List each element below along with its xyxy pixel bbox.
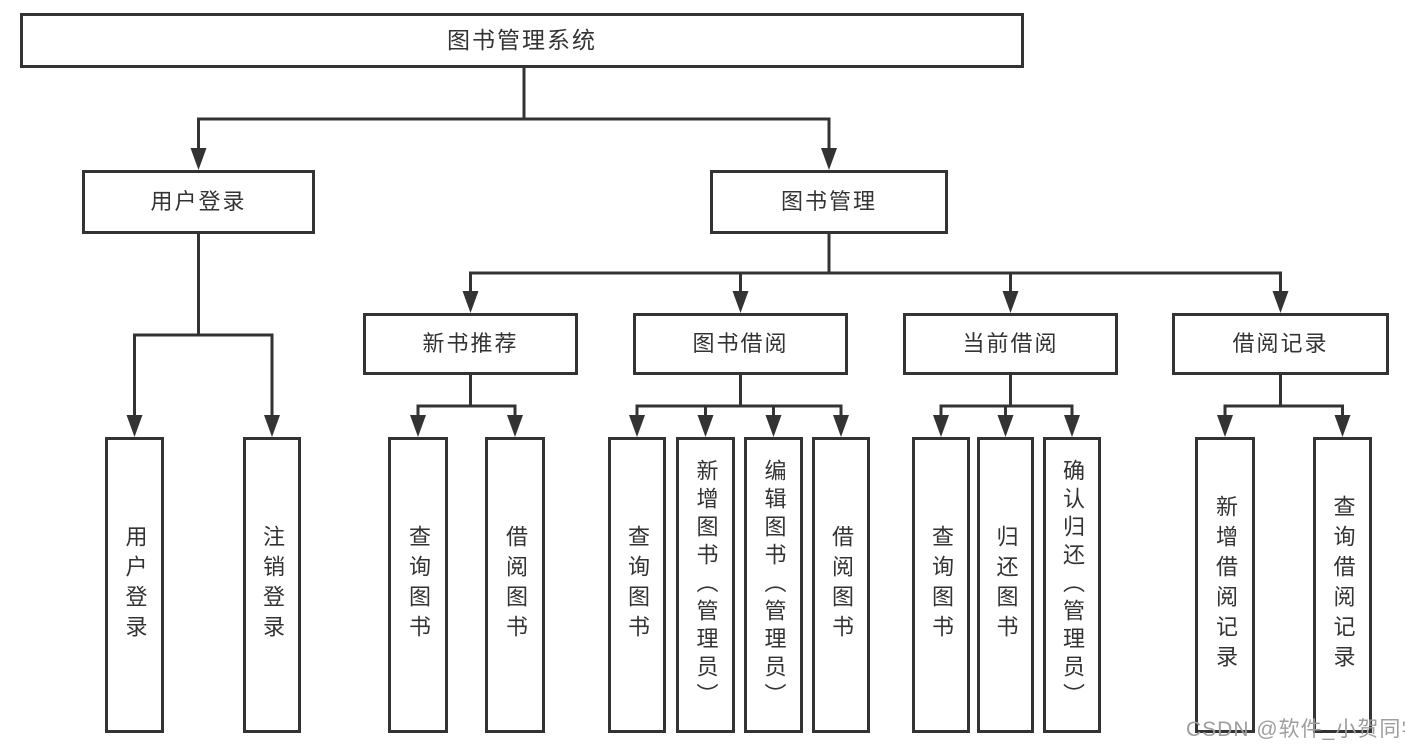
leaf-add-borrow-record: 新增借阅记录 xyxy=(1195,437,1255,733)
leaf-borrow-query-book: 查询图书 xyxy=(608,437,666,733)
arrow-down-icon xyxy=(1064,415,1080,437)
leaf-return-book: 归还图书 xyxy=(977,437,1034,733)
arrow-down-icon xyxy=(629,415,645,437)
node-root-label: 图书管理系统 xyxy=(447,27,597,53)
leaf-query-borrow-record-label: 查询借阅记录 xyxy=(1330,495,1356,675)
leaf-add-book-admin-label: 新增图书（管理员） xyxy=(693,459,719,711)
leaf-logout-label: 注销登录 xyxy=(260,525,285,645)
connector-borrow-to-leaves xyxy=(629,373,849,437)
arrow-down-icon xyxy=(410,415,426,437)
arrow-down-icon xyxy=(697,415,714,437)
arrow-down-icon xyxy=(1272,291,1289,313)
node-book-management-label: 图书管理 xyxy=(780,189,877,214)
connector-root-to-level2 xyxy=(190,66,837,170)
arrow-down-icon xyxy=(264,415,280,437)
connector-management-to-level3 xyxy=(462,232,1289,313)
leaf-add-borrow-record-label: 新增借阅记录 xyxy=(1213,495,1238,675)
arrow-down-icon xyxy=(1217,415,1233,437)
arrow-down-icon xyxy=(765,415,782,437)
node-book-borrow-label: 图书借阅 xyxy=(692,331,789,356)
arrow-down-icon xyxy=(732,291,749,313)
node-current-borrow-label: 当前借阅 xyxy=(962,331,1059,356)
leaf-return-book-label: 归还图书 xyxy=(993,525,1019,645)
leaf-query-borrow-record: 查询借阅记录 xyxy=(1313,437,1372,733)
leaf-confirm-return-admin: 确认归还（管理员） xyxy=(1043,437,1101,733)
connector-records-to-leaves xyxy=(1217,373,1351,437)
arrow-down-icon xyxy=(997,415,1014,437)
connector-userlogin-to-leaves xyxy=(126,232,280,437)
node-book-borrow: 图书借阅 xyxy=(633,313,848,375)
connector-recommend-to-leaves xyxy=(410,373,523,437)
arrow-down-icon xyxy=(1334,415,1351,437)
leaf-recommend-query-book: 查询图书 xyxy=(388,437,448,733)
node-new-book-recommend-label: 新书推荐 xyxy=(422,331,519,356)
leaf-recommend-borrow-book: 借阅图书 xyxy=(485,437,545,733)
node-root: 图书管理系统 xyxy=(20,13,1024,68)
leaf-borrow-borrow-book-label: 借阅图书 xyxy=(829,525,854,645)
arrow-down-icon xyxy=(833,415,849,437)
leaf-recommend-borrow-book-label: 借阅图书 xyxy=(503,525,528,645)
arrow-down-icon xyxy=(1002,291,1019,313)
arrow-down-icon xyxy=(462,291,479,313)
leaf-logout: 注销登录 xyxy=(243,437,301,733)
leaf-current-query-book-label: 查询图书 xyxy=(929,525,954,645)
node-current-borrow: 当前借阅 xyxy=(903,313,1118,375)
leaf-borrow-borrow-book: 借阅图书 xyxy=(812,437,870,733)
leaf-current-query-book: 查询图书 xyxy=(912,437,970,733)
node-borrow-record-label: 借阅记录 xyxy=(1232,331,1329,356)
leaf-user-login-label: 用户登录 xyxy=(122,525,148,645)
arrow-down-icon xyxy=(190,148,207,170)
arrow-down-icon xyxy=(126,415,143,437)
leaf-edit-book-admin-label: 编辑图书（管理员） xyxy=(761,459,787,711)
arrow-down-icon xyxy=(507,415,523,437)
connector-current-to-leaves xyxy=(933,373,1080,437)
csdn-watermark: CSDN @软件_小贺同学 xyxy=(1186,718,1405,741)
arrow-down-icon xyxy=(821,148,837,170)
leaf-user-login: 用户登录 xyxy=(105,437,164,733)
leaf-edit-book-admin: 编辑图书（管理员） xyxy=(744,437,803,733)
leaf-recommend-query-book-label: 查询图书 xyxy=(406,525,431,645)
node-new-book-recommend: 新书推荐 xyxy=(363,313,578,375)
leaf-borrow-query-book-label: 查询图书 xyxy=(625,525,650,645)
node-user-login-label: 用户登录 xyxy=(150,189,247,214)
node-book-management: 图书管理 xyxy=(710,170,948,234)
node-borrow-record: 借阅记录 xyxy=(1172,313,1389,375)
leaf-add-book-admin: 新增图书（管理员） xyxy=(676,437,735,733)
node-user-login: 用户登录 xyxy=(82,170,315,234)
arrow-down-icon xyxy=(933,415,949,437)
leaf-confirm-return-admin-label: 确认归还（管理员） xyxy=(1060,459,1085,711)
